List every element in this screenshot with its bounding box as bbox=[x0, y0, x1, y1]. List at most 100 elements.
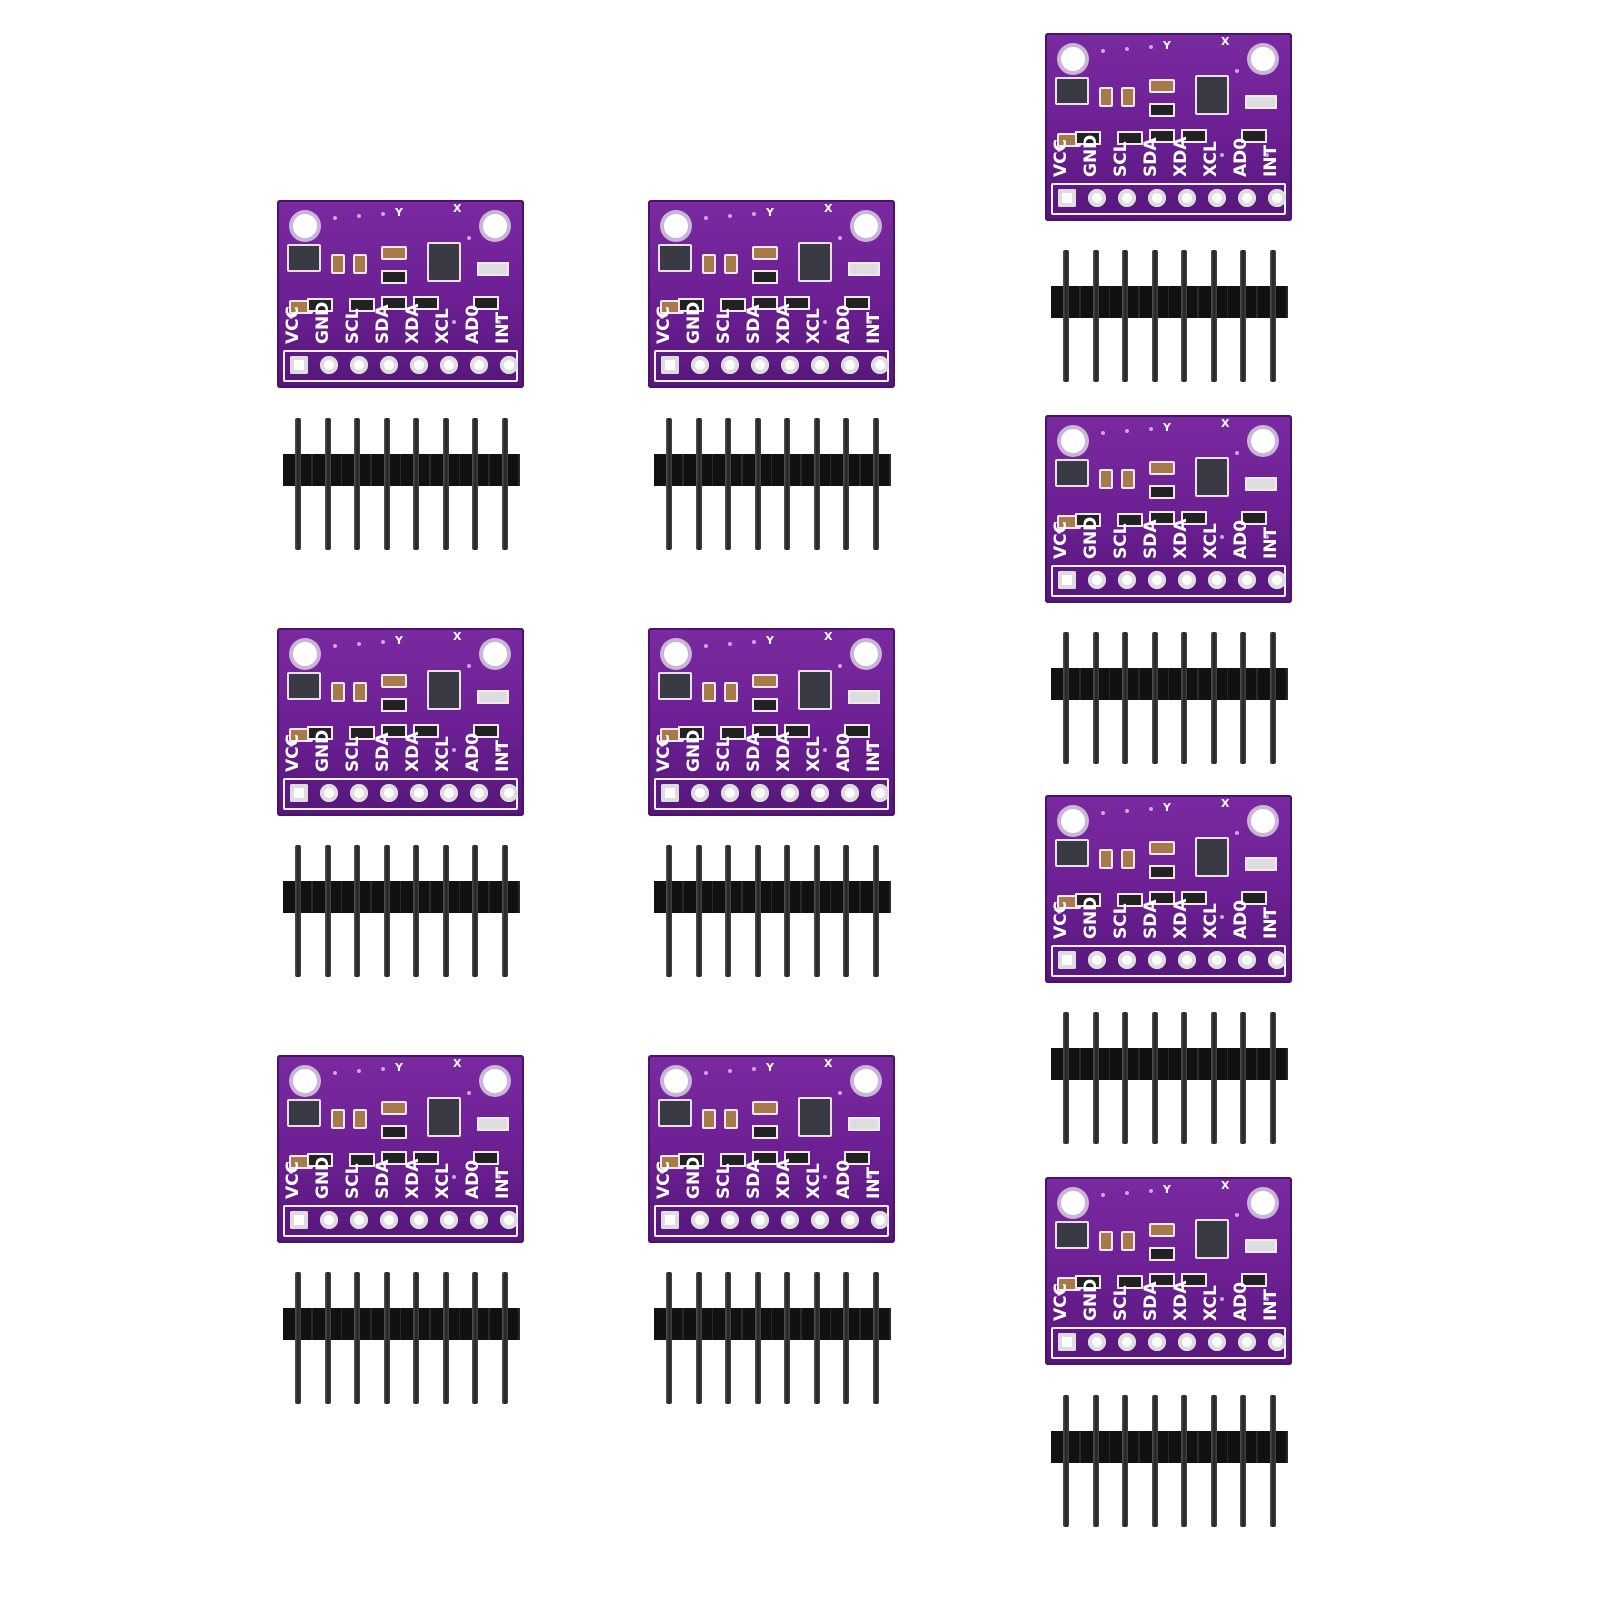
pin-label: XCL bbox=[433, 1163, 453, 1199]
via bbox=[704, 644, 708, 648]
axis-label-x: X bbox=[1221, 1179, 1230, 1192]
capacitor bbox=[752, 1101, 778, 1115]
axis-label-x: X bbox=[824, 630, 833, 643]
header-pin bbox=[295, 845, 301, 977]
led bbox=[1245, 477, 1277, 491]
solder-pad bbox=[470, 356, 488, 374]
capacitor bbox=[1149, 1223, 1175, 1237]
pin-label: SDA bbox=[744, 732, 764, 772]
solder-pad bbox=[1088, 951, 1106, 969]
solder-pad bbox=[350, 356, 368, 374]
solder-pad bbox=[1148, 189, 1166, 207]
mounting-hole bbox=[664, 1069, 688, 1093]
resistor bbox=[1075, 131, 1101, 145]
via bbox=[1057, 530, 1061, 534]
resistor bbox=[678, 726, 704, 740]
header-pin bbox=[1181, 1395, 1187, 1527]
led bbox=[477, 1117, 509, 1131]
pin-row bbox=[283, 1205, 518, 1237]
solder-pad bbox=[500, 1211, 518, 1229]
pin-label: XDA bbox=[774, 1158, 794, 1199]
header-pin bbox=[784, 845, 790, 977]
header-pin bbox=[843, 845, 849, 977]
via bbox=[1220, 535, 1224, 539]
capacitor bbox=[1121, 87, 1135, 107]
solder-pad bbox=[841, 356, 859, 374]
solder-pad bbox=[1178, 1333, 1196, 1351]
pin-label: XDA bbox=[403, 1158, 423, 1199]
axis-label-x: X bbox=[1221, 35, 1230, 48]
resistor bbox=[784, 1151, 810, 1165]
pin-label: AD0 bbox=[463, 732, 483, 772]
solder-pad bbox=[1118, 1333, 1136, 1351]
solder-pad bbox=[691, 784, 709, 802]
via bbox=[1057, 148, 1061, 152]
pin-label: SDA bbox=[1141, 519, 1161, 559]
solder-pad bbox=[1058, 1333, 1076, 1351]
solder-pad bbox=[751, 356, 769, 374]
header-pin bbox=[1269, 1395, 1276, 1527]
pin-label: VCC bbox=[283, 733, 303, 772]
resistor bbox=[752, 1151, 778, 1165]
mounting-hole bbox=[854, 1069, 878, 1093]
header-pin bbox=[813, 1272, 820, 1404]
via bbox=[660, 743, 664, 747]
via bbox=[1057, 910, 1061, 914]
resistor bbox=[752, 724, 778, 738]
via bbox=[1101, 49, 1105, 53]
via bbox=[452, 320, 456, 324]
via bbox=[1149, 1189, 1153, 1193]
via bbox=[868, 1175, 872, 1179]
pin-label: AD0 bbox=[1231, 519, 1251, 559]
sensor-chip bbox=[427, 670, 461, 710]
via bbox=[497, 320, 501, 324]
solder-pad bbox=[1118, 189, 1136, 207]
resistor bbox=[678, 298, 704, 312]
resistor bbox=[1149, 103, 1175, 117]
solder-pad bbox=[1118, 951, 1136, 969]
via bbox=[1149, 807, 1153, 811]
pin-label: SCL bbox=[343, 1163, 363, 1199]
capacitor bbox=[381, 674, 407, 688]
via bbox=[823, 1175, 827, 1179]
via bbox=[333, 644, 337, 648]
axis-label-y: Y bbox=[766, 1061, 774, 1074]
resistor bbox=[413, 296, 439, 310]
via bbox=[1235, 1213, 1239, 1217]
mounting-hole bbox=[1061, 809, 1085, 833]
pin-label: GND bbox=[313, 301, 333, 344]
resistor bbox=[381, 698, 407, 712]
via bbox=[752, 1067, 756, 1071]
sensor-chip bbox=[798, 1097, 832, 1137]
led bbox=[1245, 857, 1277, 871]
via bbox=[452, 748, 456, 752]
pin-label: VCC bbox=[1051, 900, 1071, 939]
pin-label: SDA bbox=[1141, 1281, 1161, 1321]
mounting-hole bbox=[854, 642, 878, 666]
resistor bbox=[1149, 865, 1175, 879]
pin-label: SCL bbox=[1111, 523, 1131, 559]
resistor bbox=[1149, 511, 1175, 525]
pin-label: GND bbox=[313, 729, 333, 772]
pin-label: INT bbox=[1261, 526, 1281, 559]
solder-pad bbox=[1238, 189, 1256, 207]
header-pin bbox=[1151, 1012, 1158, 1144]
solder-pad bbox=[721, 784, 739, 802]
resistor bbox=[720, 726, 746, 740]
header-pin bbox=[354, 845, 360, 977]
capacitor bbox=[1121, 1231, 1135, 1251]
resistor bbox=[752, 296, 778, 310]
solder-pad bbox=[350, 1211, 368, 1229]
sensor-chip bbox=[427, 1097, 461, 1137]
header-pin bbox=[324, 845, 331, 977]
solder-pad bbox=[1238, 1333, 1256, 1351]
resistor bbox=[349, 726, 375, 740]
via bbox=[1101, 811, 1105, 815]
header-pin bbox=[1181, 632, 1187, 764]
mounting-hole bbox=[1251, 1191, 1275, 1215]
resistor bbox=[752, 698, 778, 712]
via bbox=[1149, 45, 1153, 49]
